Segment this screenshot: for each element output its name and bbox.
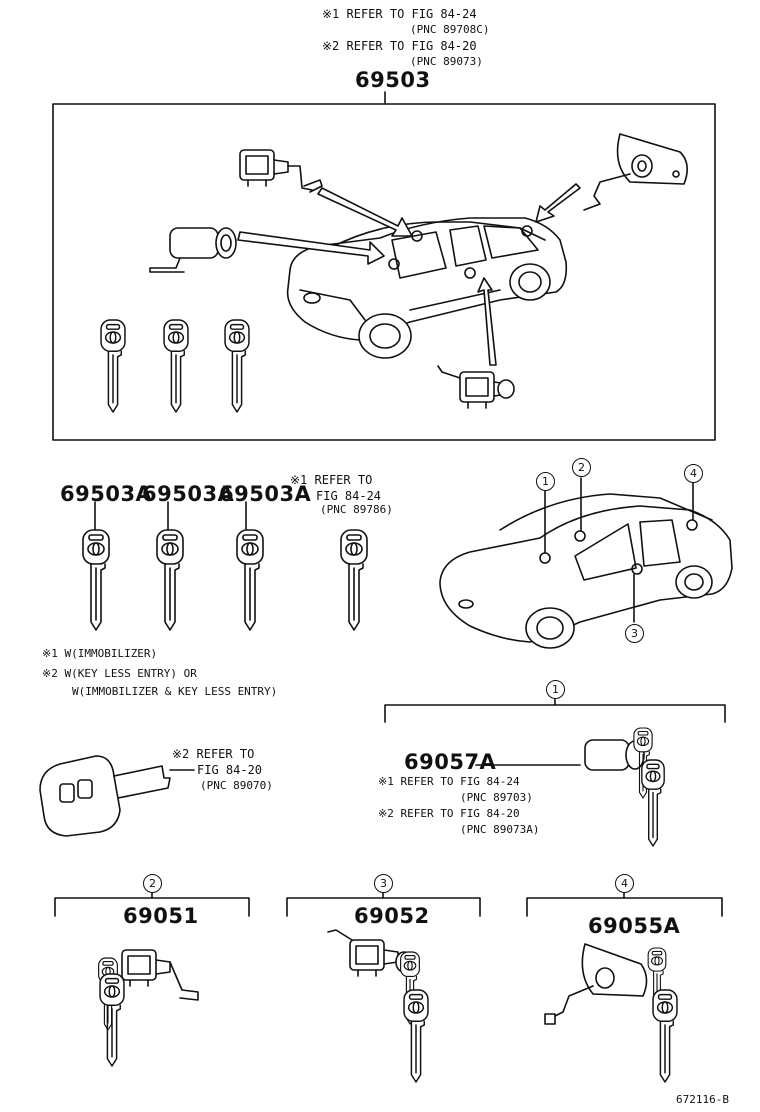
group3-part-number: 69052	[354, 904, 430, 928]
group1-ref2-pnc: (PNC 89073A)	[460, 823, 540, 836]
group3-bracket	[286, 897, 481, 917]
main-assembly-frame	[52, 103, 716, 441]
rear-door-lock-assembly-illustration	[327, 929, 429, 1083]
group2-callout: 2	[143, 874, 162, 893]
group1-bracket	[384, 704, 726, 723]
pointer-arrows	[237, 183, 581, 366]
group4-part-number: 69055A	[588, 914, 681, 938]
top-note-line1-pnc: (PNC 89708C)	[410, 23, 490, 36]
key-part-number-3: 69503A	[219, 482, 312, 506]
legend-line1: ※1 W(IMMOBILIZER)	[42, 647, 158, 660]
door-lock-assembly-illustration	[98, 949, 199, 1067]
group2-part-number: 69051	[123, 904, 199, 928]
top-note-line2: ※2 REFER TO FIG 84-20	[322, 39, 477, 53]
group2-bracket	[54, 897, 250, 917]
callout-4: 4	[684, 464, 703, 483]
legend-line3: W(IMMOBILIZER & KEY LESS ENTRY)	[72, 685, 278, 698]
group1-callout: 1	[546, 680, 565, 699]
main-frame-keys	[100, 319, 250, 413]
main-part-number: 69503	[355, 68, 431, 92]
callout-2: 2	[572, 458, 591, 477]
remote-ref-line3: (PNC 89070)	[200, 779, 273, 792]
car-illustration-locator	[439, 477, 733, 649]
key-ref-line1: ※1 REFER TO	[290, 473, 373, 487]
spare-keys-row	[82, 501, 368, 631]
group1-ref2: ※2 REFER TO FIG 84-20	[378, 807, 520, 820]
legend-line2: ※2 W(KEY LESS ENTRY) OR	[42, 667, 197, 680]
rear-door-lock-illustration	[437, 365, 515, 409]
remote-key-illustration	[39, 755, 195, 837]
luggage-lock-illustration	[583, 133, 688, 211]
callout-1: 1	[536, 472, 555, 491]
remote-ref-line1: ※2 REFER TO	[172, 747, 255, 761]
key-ref-line3: (PNC 89786)	[320, 503, 393, 516]
top-note-line2-pnc: (PNC 89073)	[410, 55, 483, 68]
ignition-lock-illustration	[149, 227, 237, 273]
group3-callout: 3	[374, 874, 393, 893]
luggage-lock-assembly-illustration	[544, 943, 678, 1083]
group1-ref1: ※1 REFER TO FIG 84-24	[378, 775, 520, 788]
key-ref-line2: FIG 84-24	[316, 489, 382, 503]
drawing-id: 672116-B	[676, 1093, 729, 1106]
key-part-number-1: 69503A	[60, 482, 153, 506]
door-lock-cylinder-illustration	[239, 149, 323, 193]
group1-ref1-pnc: (PNC 89703)	[460, 791, 533, 804]
top-note-line1: ※1 REFER TO FIG 84-24	[322, 7, 477, 21]
key-part-number-2: 69503A	[142, 482, 235, 506]
group4-bracket	[526, 897, 723, 917]
group1-part-number: 69057A	[404, 750, 497, 774]
ignition-assembly-illustration	[584, 727, 665, 847]
car-illustration-main	[286, 217, 568, 359]
group4-callout: 4	[615, 874, 634, 893]
callout-3: 3	[625, 624, 644, 643]
remote-ref-line2: FIG 84-20	[197, 763, 263, 777]
